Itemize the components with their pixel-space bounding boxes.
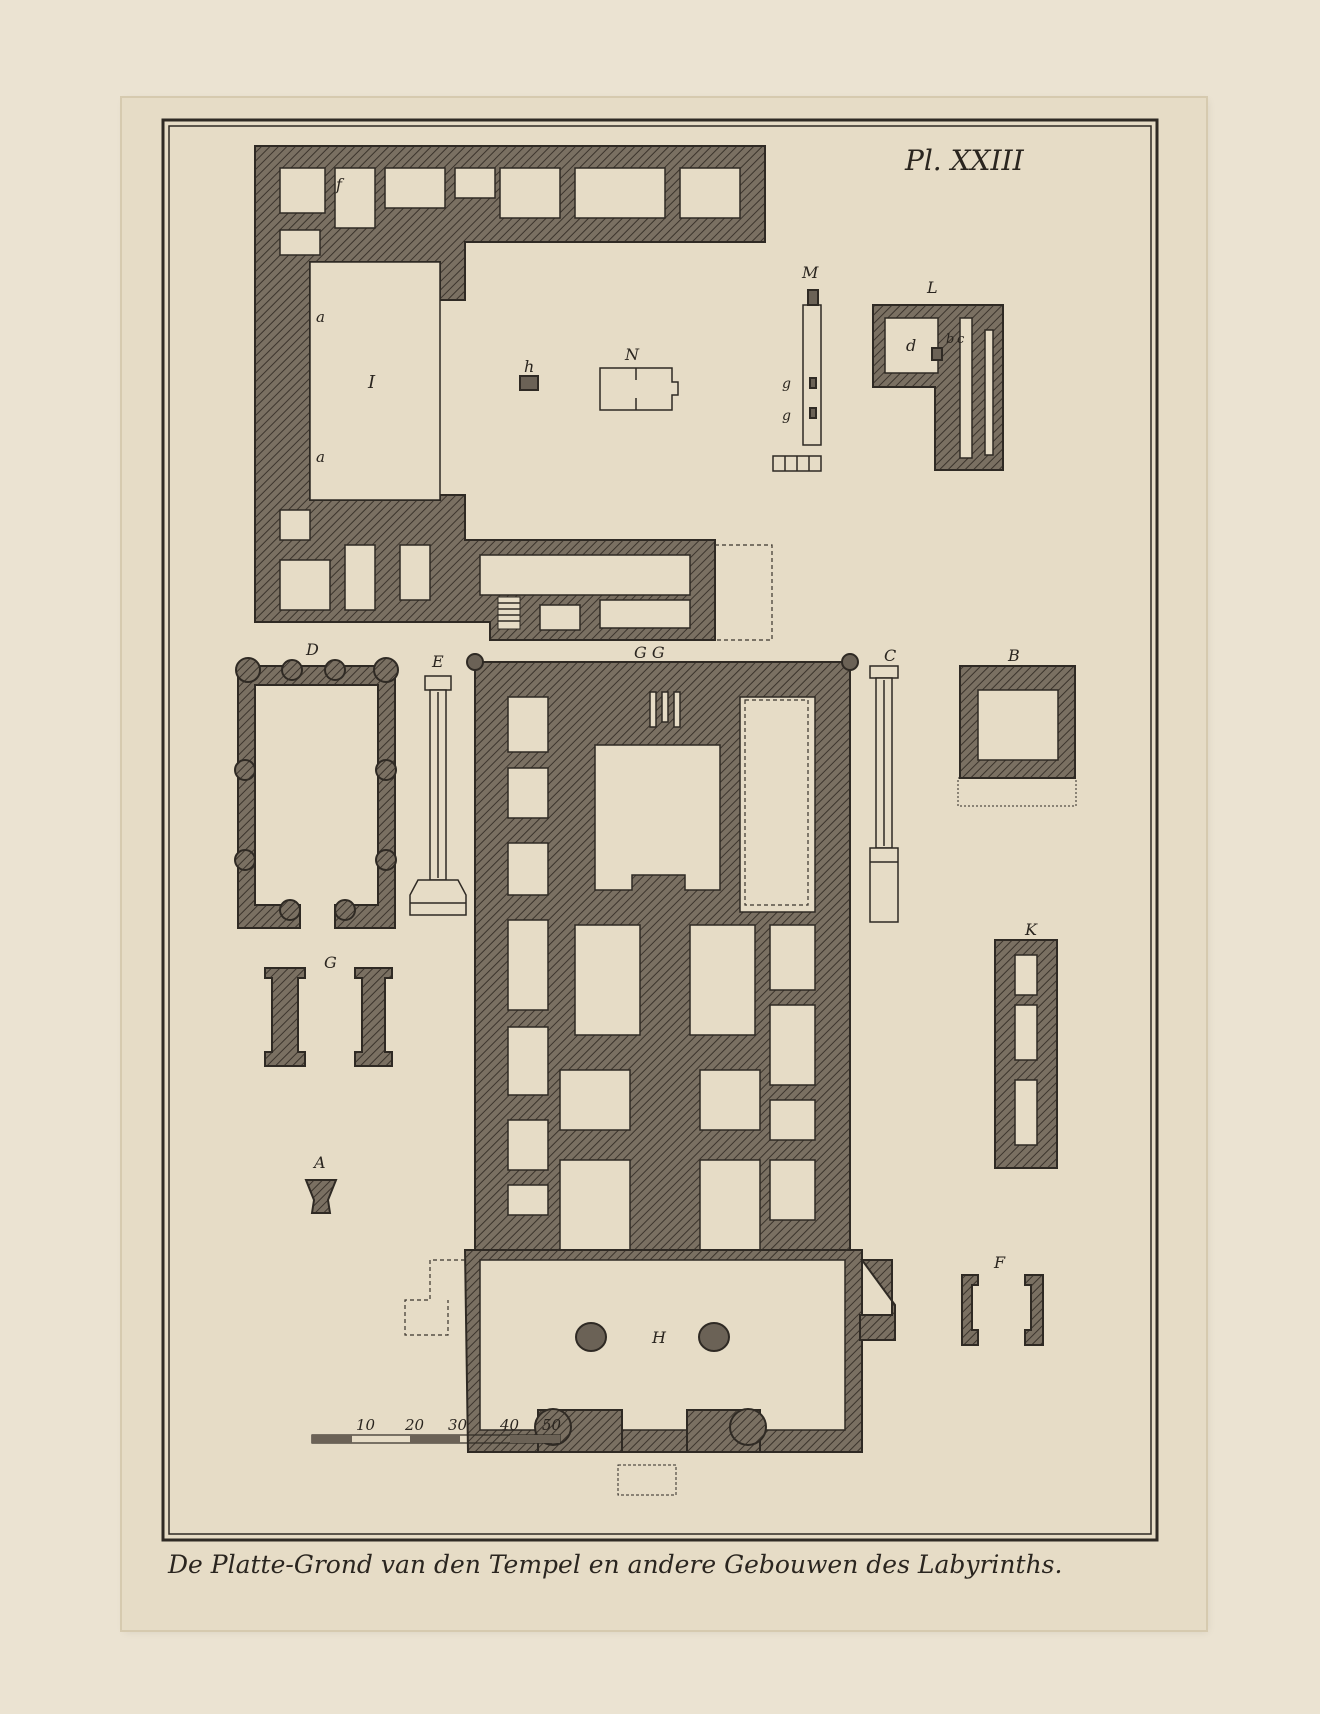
fragment-A <box>304 1179 338 1214</box>
label-L: L <box>926 278 938 297</box>
label-a-2: a <box>316 448 325 466</box>
label-E: E <box>431 652 444 671</box>
scale-tick-10: 10 <box>356 1416 376 1434</box>
label-D: D <box>305 640 319 659</box>
column-E <box>409 675 467 916</box>
label-f: f <box>335 175 345 194</box>
label-K: K <box>1024 920 1038 939</box>
building-B <box>957 665 1077 807</box>
label-b: b <box>946 332 954 347</box>
piers-F <box>961 1274 1044 1346</box>
plate-number: Pl. XXIII <box>904 144 1025 177</box>
label-N: N <box>624 345 640 364</box>
building-N <box>599 367 679 411</box>
label-c: c <box>957 332 965 347</box>
label-h: h <box>524 357 534 376</box>
scale-tick-20: 20 <box>404 1416 425 1434</box>
building-K <box>994 939 1058 1169</box>
column-C <box>869 665 899 923</box>
label-d: d <box>906 336 916 355</box>
label-F: F <box>993 1253 1006 1272</box>
label-H: H <box>651 1328 667 1347</box>
label-G: G <box>324 953 337 972</box>
building-M <box>772 289 822 472</box>
building-D <box>234 657 399 929</box>
label-GG: G G <box>634 643 665 662</box>
label-a-1: a <box>316 308 325 326</box>
label-g-1: g <box>782 376 791 392</box>
outer-border <box>161 118 1159 1542</box>
scale-tick-30: 30 <box>448 1416 468 1434</box>
structure-h <box>519 375 539 391</box>
plate-caption: De Platte-Grond van den Tempel en andere… <box>167 1550 1062 1579</box>
label-A: A <box>312 1153 326 1172</box>
inner-border <box>168 125 1152 1535</box>
building-I-stairs <box>497 596 521 630</box>
scale-bar <box>311 1434 561 1444</box>
label-C: C <box>884 646 896 665</box>
scale-tick-40: 40 <box>499 1416 520 1434</box>
main-temple <box>404 653 896 1496</box>
label-g-2: g <box>782 408 791 424</box>
piers-G <box>264 967 393 1067</box>
label-I: I <box>367 372 376 393</box>
label-M: M <box>801 263 819 282</box>
label-B: B <box>1007 646 1020 665</box>
building-L <box>872 304 1004 471</box>
building-I <box>254 145 773 641</box>
scale-tick-50: 50 <box>542 1416 562 1434</box>
